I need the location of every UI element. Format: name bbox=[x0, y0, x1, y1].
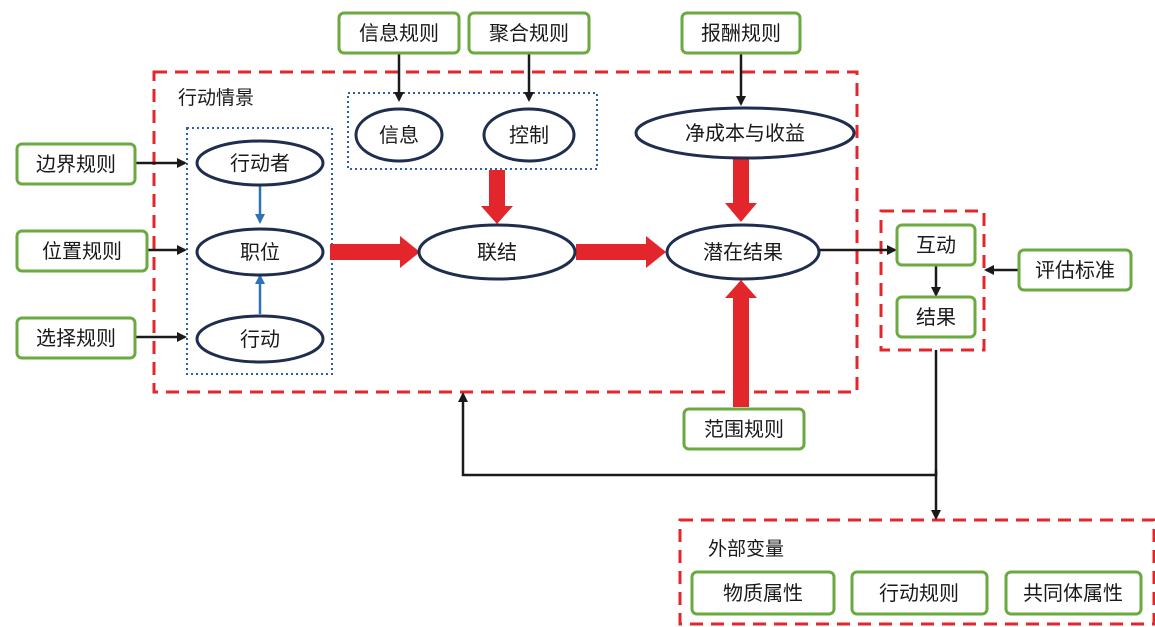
external-variables-label: 外部变量 bbox=[708, 538, 784, 560]
interaction-box bbox=[895, 223, 977, 267]
potential-outcome-text: 潜在结果 bbox=[703, 240, 783, 264]
physical-attributes-box bbox=[690, 570, 836, 616]
external-variables-frame bbox=[678, 518, 1155, 626]
payoff-rule-box bbox=[680, 11, 802, 55]
rules-in-use-box bbox=[850, 570, 989, 616]
rules-in-use-text: 行动规则 bbox=[879, 581, 959, 605]
info-ellipse bbox=[354, 107, 444, 163]
arrow-scope-to-outcome bbox=[725, 280, 757, 407]
position-text: 职位 bbox=[240, 240, 280, 264]
arrow-feedback-loop bbox=[458, 350, 938, 477]
evaluation-criteria-text: 评估标准 bbox=[1035, 258, 1115, 282]
control-ellipse bbox=[482, 107, 576, 163]
choice-rule-text: 选择规则 bbox=[36, 326, 116, 350]
info-control-group bbox=[347, 92, 598, 170]
aggregation-rule-box bbox=[467, 11, 591, 55]
action-situation-frame bbox=[152, 70, 859, 394]
info-rule-text: 信息规则 bbox=[359, 21, 439, 45]
community-attributes-box bbox=[1004, 570, 1143, 616]
arrow-position-to-link bbox=[330, 236, 420, 268]
action-ellipse bbox=[195, 314, 325, 364]
boundary-rule-box bbox=[15, 142, 137, 186]
arrow-link-to-outcome bbox=[576, 236, 666, 268]
interaction-text: 互动 bbox=[916, 233, 956, 257]
physical-attributes-text: 物质属性 bbox=[723, 581, 803, 605]
potential-outcome-ellipse bbox=[665, 223, 821, 281]
info-text: 信息 bbox=[379, 123, 419, 147]
outcome-text: 结果 bbox=[916, 305, 956, 329]
control-text: 控制 bbox=[509, 123, 549, 147]
outcome-box bbox=[895, 295, 977, 339]
arrow-control-to-link bbox=[481, 170, 513, 224]
boundary-rule-text: 边界规则 bbox=[36, 152, 116, 176]
payoff-rule-text: 报酬规则 bbox=[701, 21, 781, 45]
arrow-netcost-to-outcome bbox=[725, 157, 757, 222]
action-situation-label: 行动情景 bbox=[178, 87, 254, 109]
community-attributes-text: 共同体属性 bbox=[1023, 581, 1123, 605]
link-ellipse bbox=[417, 223, 577, 281]
position-ellipse bbox=[195, 227, 325, 277]
actor-text: 行动者 bbox=[230, 151, 290, 175]
net-cost-benefit-text: 净成本与收益 bbox=[685, 121, 805, 145]
results-frame bbox=[879, 209, 986, 352]
position-rule-text: 位置规则 bbox=[42, 239, 122, 263]
link-text: 联结 bbox=[477, 240, 517, 264]
choice-rule-box bbox=[15, 316, 137, 360]
net-cost-benefit-ellipse bbox=[634, 106, 856, 160]
scope-rule-text: 范围规则 bbox=[704, 417, 784, 441]
evaluation-criteria-box bbox=[1017, 248, 1133, 292]
scope-rule-box bbox=[682, 407, 806, 451]
info-rule-box bbox=[337, 11, 461, 55]
action-text: 行动 bbox=[240, 327, 280, 351]
actor-ellipse bbox=[195, 139, 325, 187]
position-rule-box bbox=[15, 229, 149, 273]
aggregation-rule-text: 聚合规则 bbox=[489, 21, 569, 45]
